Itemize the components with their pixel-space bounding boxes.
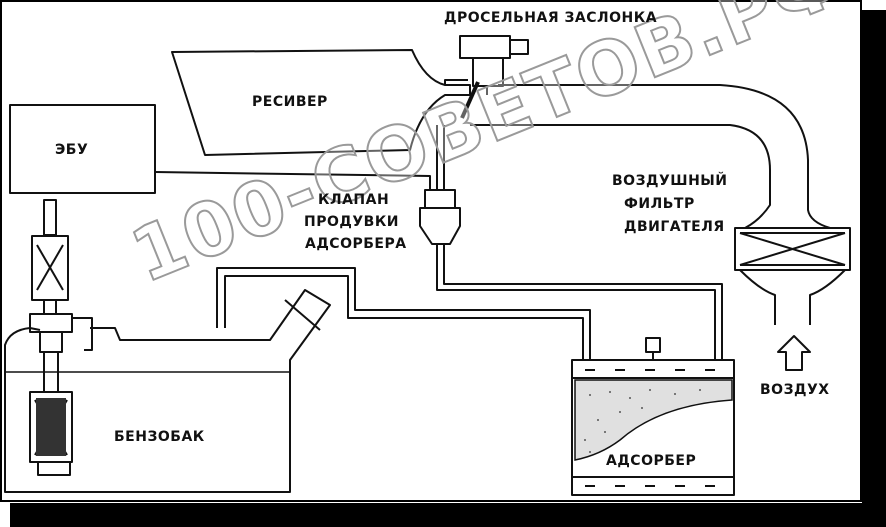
label-adsorber: АДСОРБЕР (606, 453, 697, 469)
label-ecu: ЭБУ (55, 142, 89, 158)
receiver-shape (171, 49, 471, 156)
label-receiver: РЕСИВЕР (252, 94, 328, 110)
air-arrow (777, 335, 811, 371)
purge-valve (419, 125, 461, 262)
adsorber-charcoal (574, 379, 733, 461)
throttle-body (444, 35, 529, 119)
fuel-tank (4, 289, 331, 493)
adsorber-canister (571, 337, 735, 496)
label-purge-valve-3: АДСОРБЕРА (305, 236, 407, 252)
label-purge-valve-2: ПРОДУВКИ (304, 214, 399, 230)
label-air-filter-3: ДВИГАТЕЛЯ (624, 219, 725, 235)
tank-vapor-line (216, 267, 591, 360)
intake-duct (498, 84, 831, 229)
label-fuel-tank: БЕНЗОБАК (114, 429, 205, 445)
air-filter (734, 227, 851, 325)
ecu-box (9, 104, 156, 194)
label-air-filter-1: ВОЗДУШНЫЙ (612, 173, 728, 189)
adsorber-dashes (585, 369, 715, 487)
label-air: ВОЗДУХ (760, 382, 830, 398)
adsorber-dots (584, 389, 701, 453)
fuel-filter-element (36, 398, 66, 456)
label-throttle: ДРОСЕЛЬНАЯ ЗАСЛОНКА (444, 10, 658, 26)
label-air-filter-2: ФИЛЬТР (624, 196, 695, 212)
label-purge-valve-1: КЛАПАН (318, 192, 390, 208)
